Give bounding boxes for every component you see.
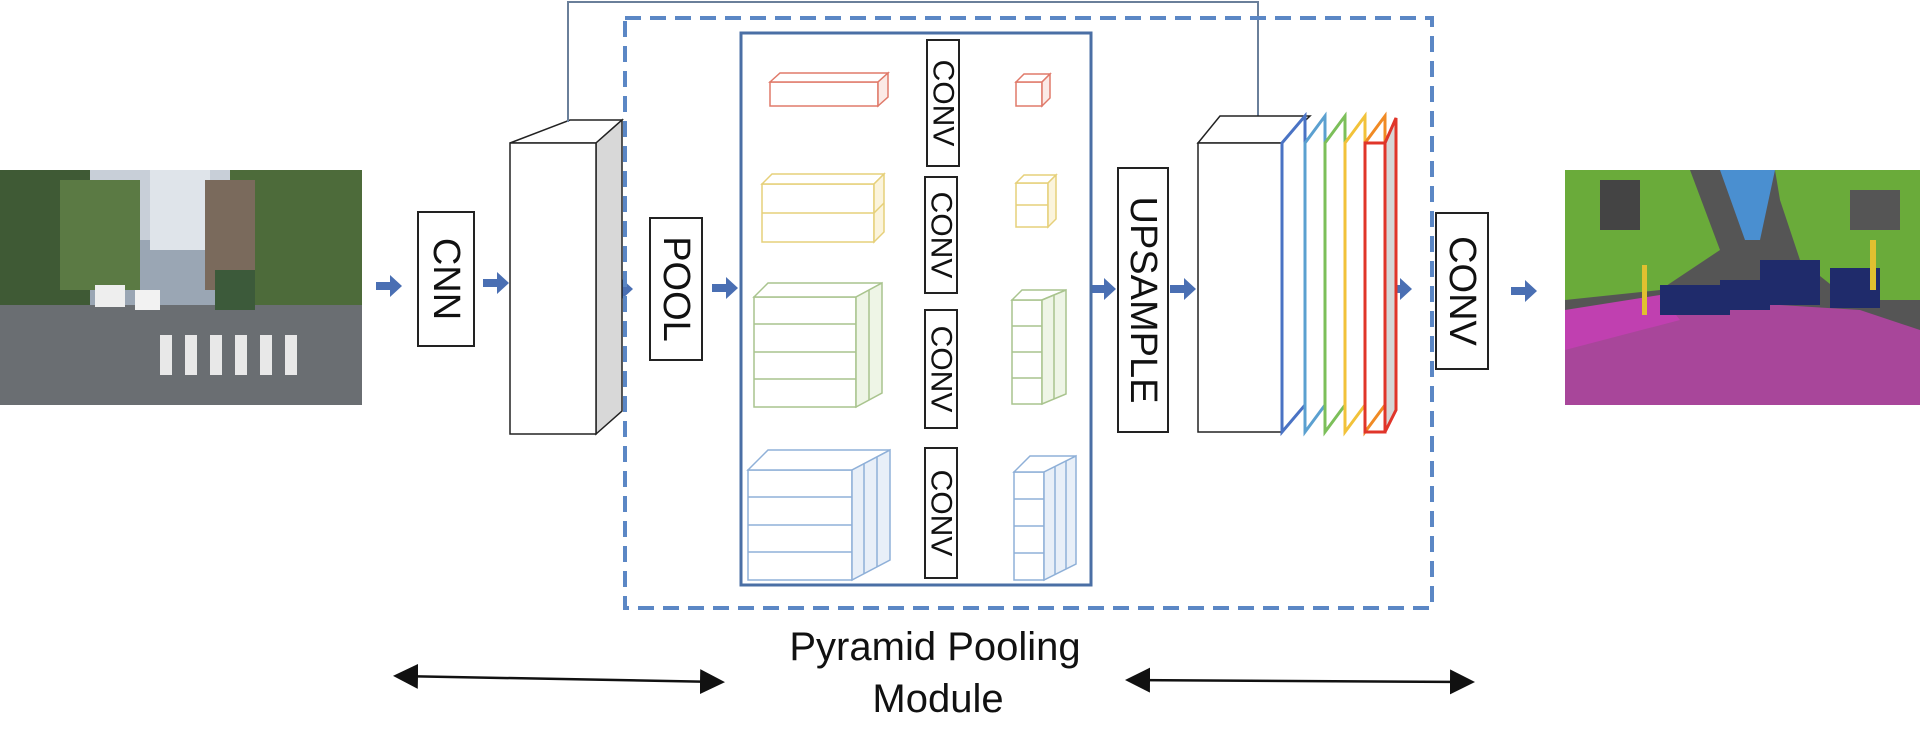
pyramid-pooling-module-border xyxy=(623,16,1434,610)
upsample-label: UPSAMPLE xyxy=(1122,197,1164,404)
pool-label: POOL xyxy=(655,236,697,342)
span-arrow-left xyxy=(393,663,725,695)
conv-label-3: CONV xyxy=(925,326,958,413)
street-photo-icon xyxy=(0,170,362,405)
conv-label-1: CONV xyxy=(927,60,960,147)
arrow-cnn-to-feature xyxy=(483,272,509,294)
pyramid-level-4 xyxy=(746,448,1077,582)
upsample-block: UPSAMPLE xyxy=(1117,167,1169,433)
arrow-upsample-to-concat xyxy=(1170,278,1196,300)
cnn-block: CNN xyxy=(417,211,475,347)
segmentation-map-icon xyxy=(1565,170,1920,405)
pyramid-conv-3: CONV xyxy=(924,309,958,429)
cnn-label: CNN xyxy=(425,238,467,320)
pool-block: POOL xyxy=(649,217,703,361)
arrow-pyramid-to-upsample xyxy=(1092,278,1116,300)
arrow-pool-to-pyramid xyxy=(712,277,738,299)
arrow-input-to-cnn xyxy=(376,275,402,297)
pyramid-conv-2: CONV xyxy=(924,176,958,294)
conv-label-2: CONV xyxy=(925,192,958,279)
arrow-concat-to-conv xyxy=(1388,278,1412,300)
final-conv-block: CONV xyxy=(1435,212,1489,370)
pyramid-conv-1: CONV xyxy=(926,39,960,167)
feature-map-block xyxy=(509,118,624,436)
conv-label-4: CONV xyxy=(925,470,958,557)
arrow-conv-to-output xyxy=(1511,280,1537,302)
module-caption-line1: Pyramid Pooling xyxy=(789,625,1080,669)
span-arrow-right xyxy=(1125,667,1475,695)
pyramid-level-2 xyxy=(760,172,1058,244)
module-caption-line2: Module xyxy=(872,677,1003,721)
concat-feature-block xyxy=(1196,111,1398,437)
pyramid-level-1 xyxy=(768,71,1052,108)
skip-connection-line xyxy=(567,1,1259,122)
pyramid-conv-4: CONV xyxy=(924,447,958,579)
final-conv-label: CONV xyxy=(1441,236,1483,346)
pyramid-level-3 xyxy=(752,281,1067,409)
